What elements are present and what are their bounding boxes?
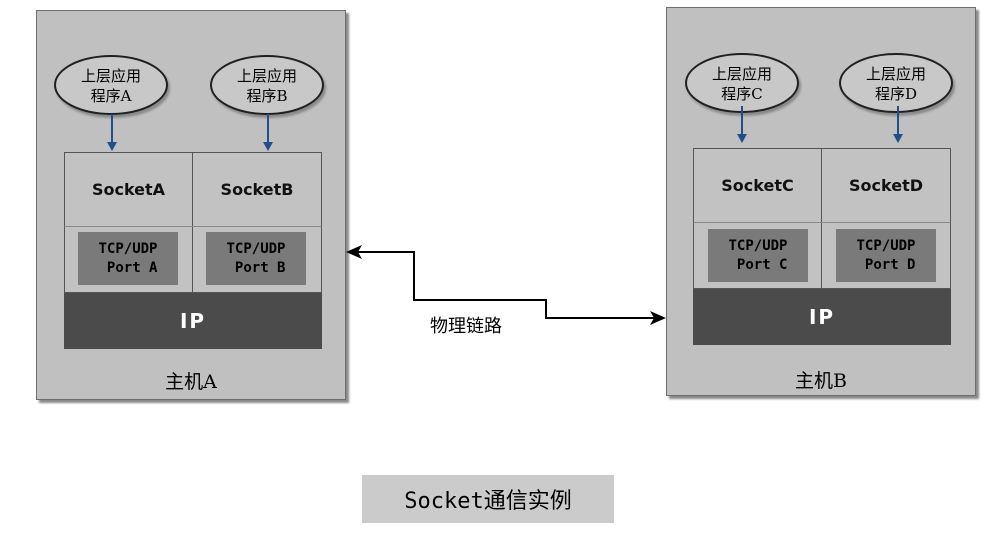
- app-a-node: 上层应用 程序A: [54, 55, 168, 115]
- host-a-label: 主机A: [165, 371, 217, 393]
- link-arrow-head-right: [650, 311, 666, 325]
- socket-layer-b: SocketC SocketD: [693, 148, 951, 223]
- socket-layer-a: SocketA SocketB: [64, 152, 322, 227]
- app-c-node: 上层应用 程序C: [685, 53, 799, 113]
- physical-link-label: 物理链路: [430, 316, 502, 337]
- socket-divider: [821, 149, 822, 222]
- figure-caption: Socket通信实例: [362, 475, 614, 523]
- ip-layer-b: IP: [693, 289, 951, 345]
- transport-layer-b: TCP/UDP Port C TCP/UDP Port D: [693, 222, 951, 289]
- transport-layer-a: TCP/UDP Port A TCP/UDP Port B: [64, 226, 322, 293]
- link-arrow-head-left: [346, 245, 362, 259]
- port-c-box: TCP/UDP Port C: [708, 229, 808, 282]
- physical-link-arrow: [346, 245, 666, 325]
- socket-d-label: SocketD: [849, 176, 923, 195]
- transport-divider: [821, 223, 822, 288]
- host-b: 上层应用 程序C 上层应用 程序D SocketC SocketD TCP/UD…: [666, 7, 976, 396]
- socket-c-label: SocketC: [721, 176, 794, 195]
- port-a-box: TCP/UDP Port A: [78, 232, 178, 285]
- port-d-box: TCP/UDP Port D: [836, 229, 936, 282]
- socket-divider: [192, 153, 193, 226]
- host-a: 上层应用 程序A 上层应用 程序B SocketA SocketB TCP/UD…: [36, 10, 346, 400]
- app-d-node: 上层应用 程序D: [839, 53, 953, 113]
- transport-divider: [192, 227, 193, 292]
- app-b-node: 上层应用 程序B: [210, 55, 324, 115]
- socket-b-label: SocketB: [220, 180, 294, 199]
- port-b-box: TCP/UDP Port B: [206, 232, 306, 285]
- ip-layer-a: IP: [64, 293, 322, 349]
- host-b-label: 主机B: [795, 370, 847, 392]
- socket-a-label: SocketA: [91, 180, 166, 199]
